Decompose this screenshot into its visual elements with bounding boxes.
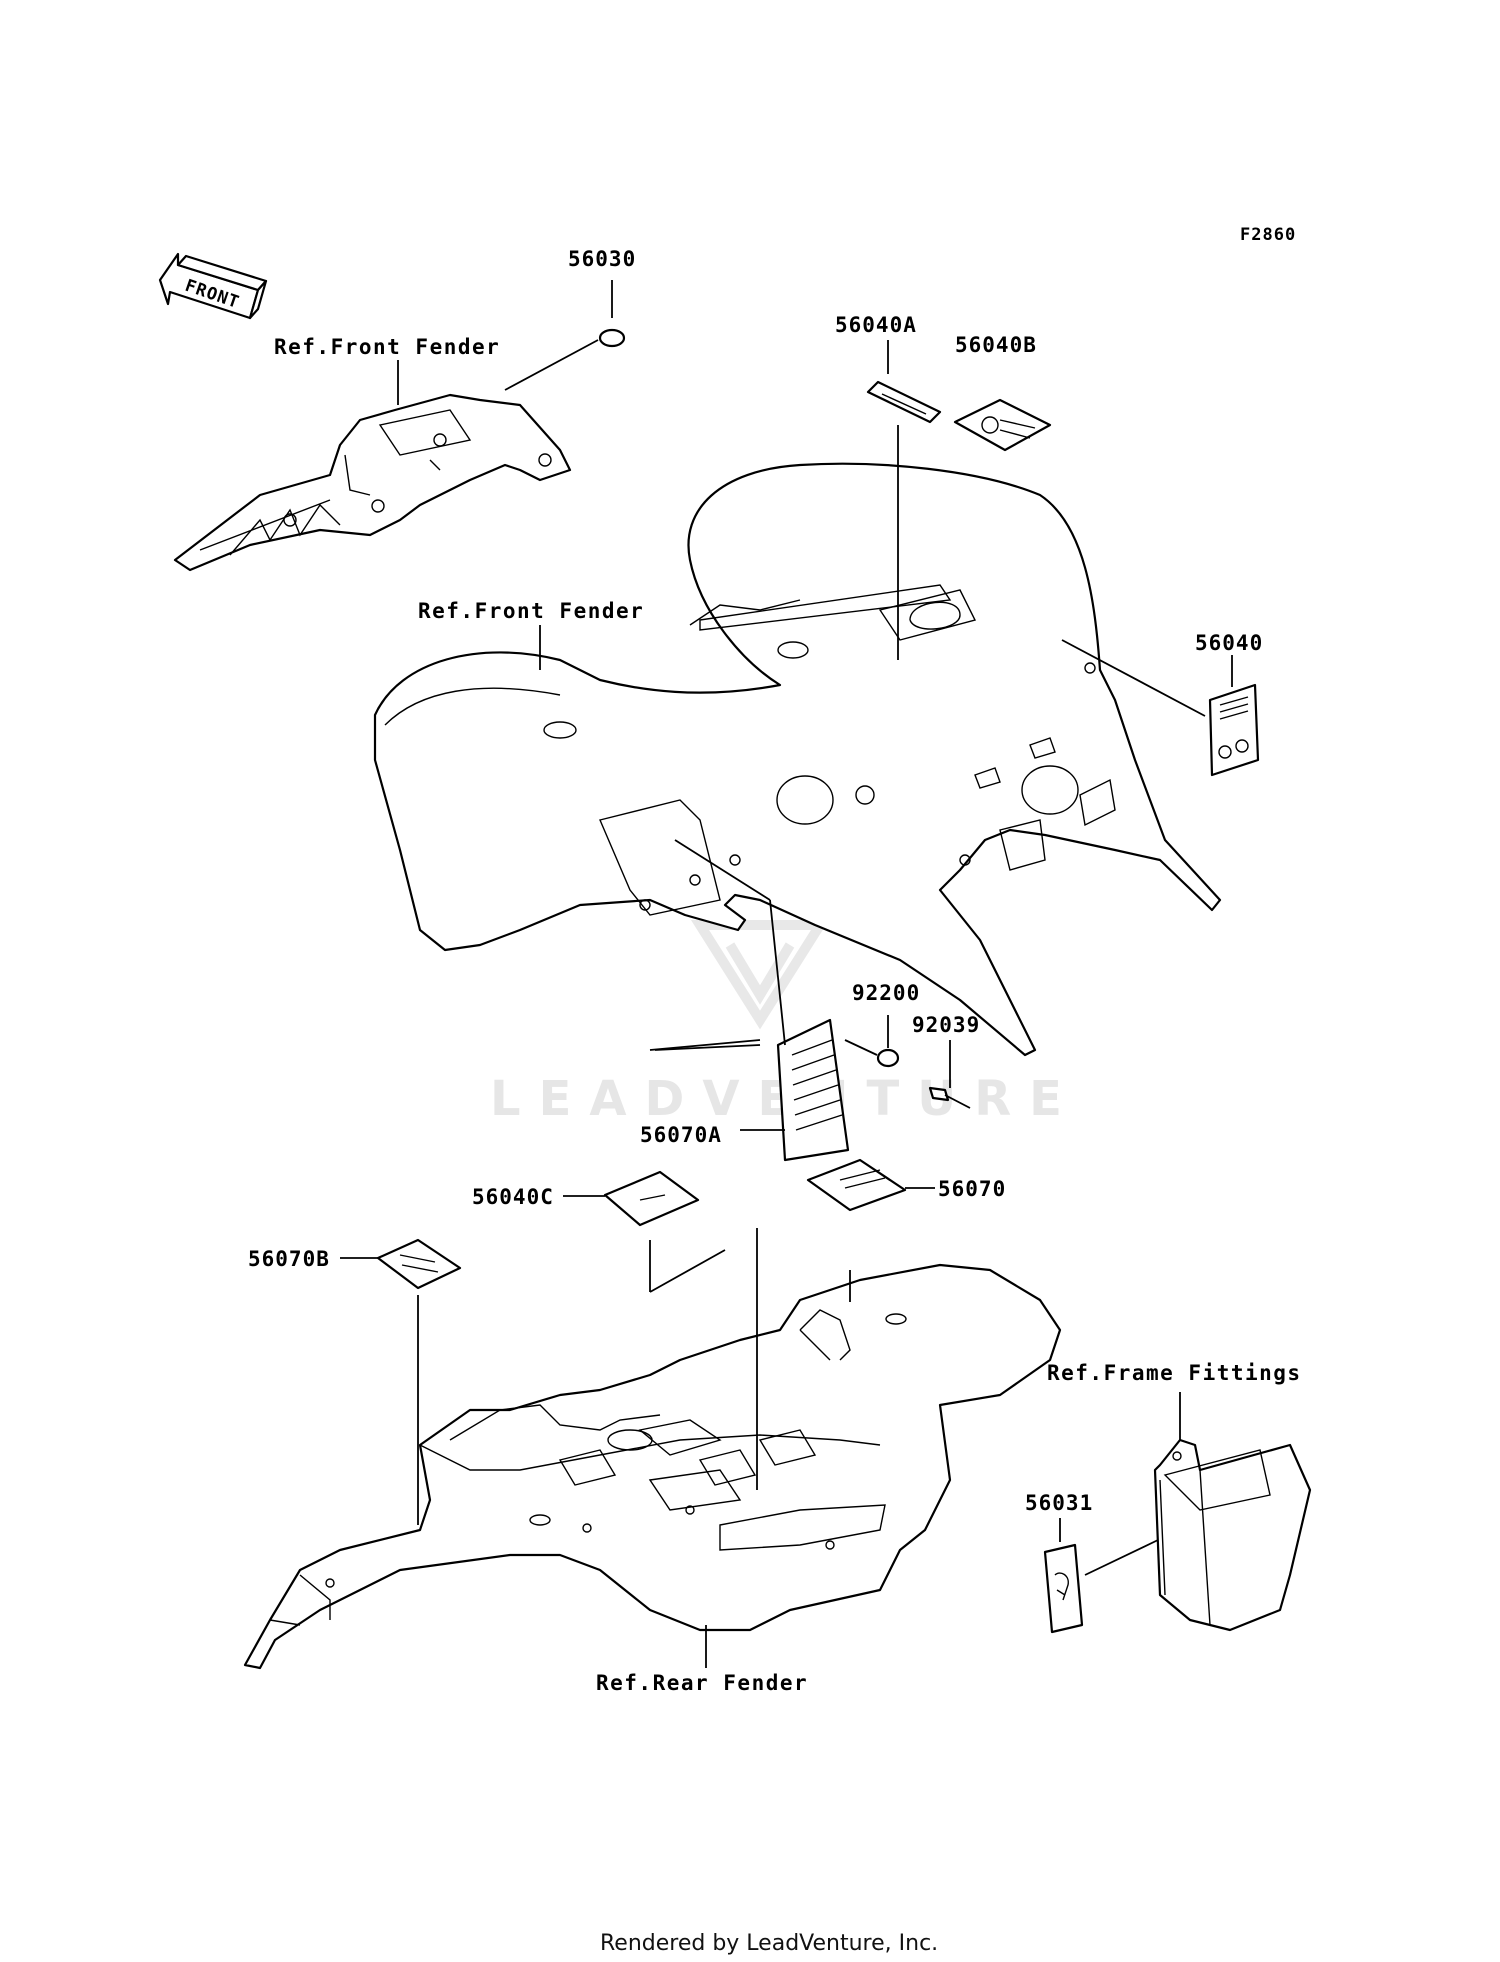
part-56070[interactable]: 56070 xyxy=(756,1158,1006,1490)
part-number-56070A: 56070A xyxy=(640,1123,722,1147)
ref-front-fender-top[interactable]: Ref.Front Fender xyxy=(274,335,500,405)
part-number-92200: 92200 xyxy=(852,981,920,1005)
part-92039[interactable]: 92039 xyxy=(912,1013,980,1109)
ref-frame-fittings-label: Ref.Frame Fittings xyxy=(1047,1361,1302,1385)
part-number-56040C: 56040C xyxy=(472,1185,554,1209)
front-fender-upper-drawing xyxy=(173,393,572,572)
part-56070A[interactable]: 56070A xyxy=(640,1018,850,1162)
ref-front-fender-mid[interactable]: Ref.Front Fender xyxy=(418,599,644,670)
part-number-56040A: 56040A xyxy=(835,313,917,337)
footer-credit: Rendered by LeadVenture, Inc. xyxy=(600,1931,938,1956)
part-number-56070B: 56070B xyxy=(248,1247,330,1271)
ref-rear-fender-label: Ref.Rear Fender xyxy=(596,1671,808,1695)
part-56040A[interactable]: 56040A xyxy=(835,313,942,660)
part-56040[interactable]: 56040 xyxy=(1061,631,1263,777)
leader-lines-center xyxy=(649,839,786,1051)
part-number-56031: 56031 xyxy=(1025,1491,1093,1515)
part-number-56040B: 56040B xyxy=(955,333,1037,357)
part-56070B[interactable]: 56070B xyxy=(248,1238,462,1525)
ref-frame-fittings[interactable]: Ref.Frame Fittings xyxy=(1047,1361,1302,1440)
rear-fender-drawing xyxy=(243,1263,1062,1670)
part-56040C[interactable]: 56040C xyxy=(472,1170,726,1293)
part-92200[interactable]: 92200 xyxy=(844,981,920,1068)
front-fender-main-drawing xyxy=(373,462,1222,1057)
front-arrow-icon: FRONT xyxy=(158,252,268,320)
part-56030[interactable]: 56030 xyxy=(504,247,636,391)
ref-front-fender-mid-label: Ref.Front Fender xyxy=(418,599,644,623)
ref-front-fender-top-label: Ref.Front Fender xyxy=(274,335,500,359)
part-number-56070: 56070 xyxy=(938,1177,1006,1201)
part-56031[interactable]: 56031 xyxy=(1025,1491,1159,1634)
part-number-92039: 92039 xyxy=(912,1013,980,1037)
part-56040B[interactable]: 56040B xyxy=(953,333,1052,452)
watermark: LEADVENTURE xyxy=(490,920,1080,1127)
part-number-56030: 56030 xyxy=(568,247,636,271)
part-number-56040: 56040 xyxy=(1195,631,1263,655)
ref-rear-fender[interactable]: Ref.Rear Fender xyxy=(596,1625,808,1695)
frame-fittings-drawing xyxy=(1153,1438,1312,1632)
watermark-text: LEADVENTURE xyxy=(490,1071,1080,1127)
diagram-code: F2860 xyxy=(1240,225,1296,245)
